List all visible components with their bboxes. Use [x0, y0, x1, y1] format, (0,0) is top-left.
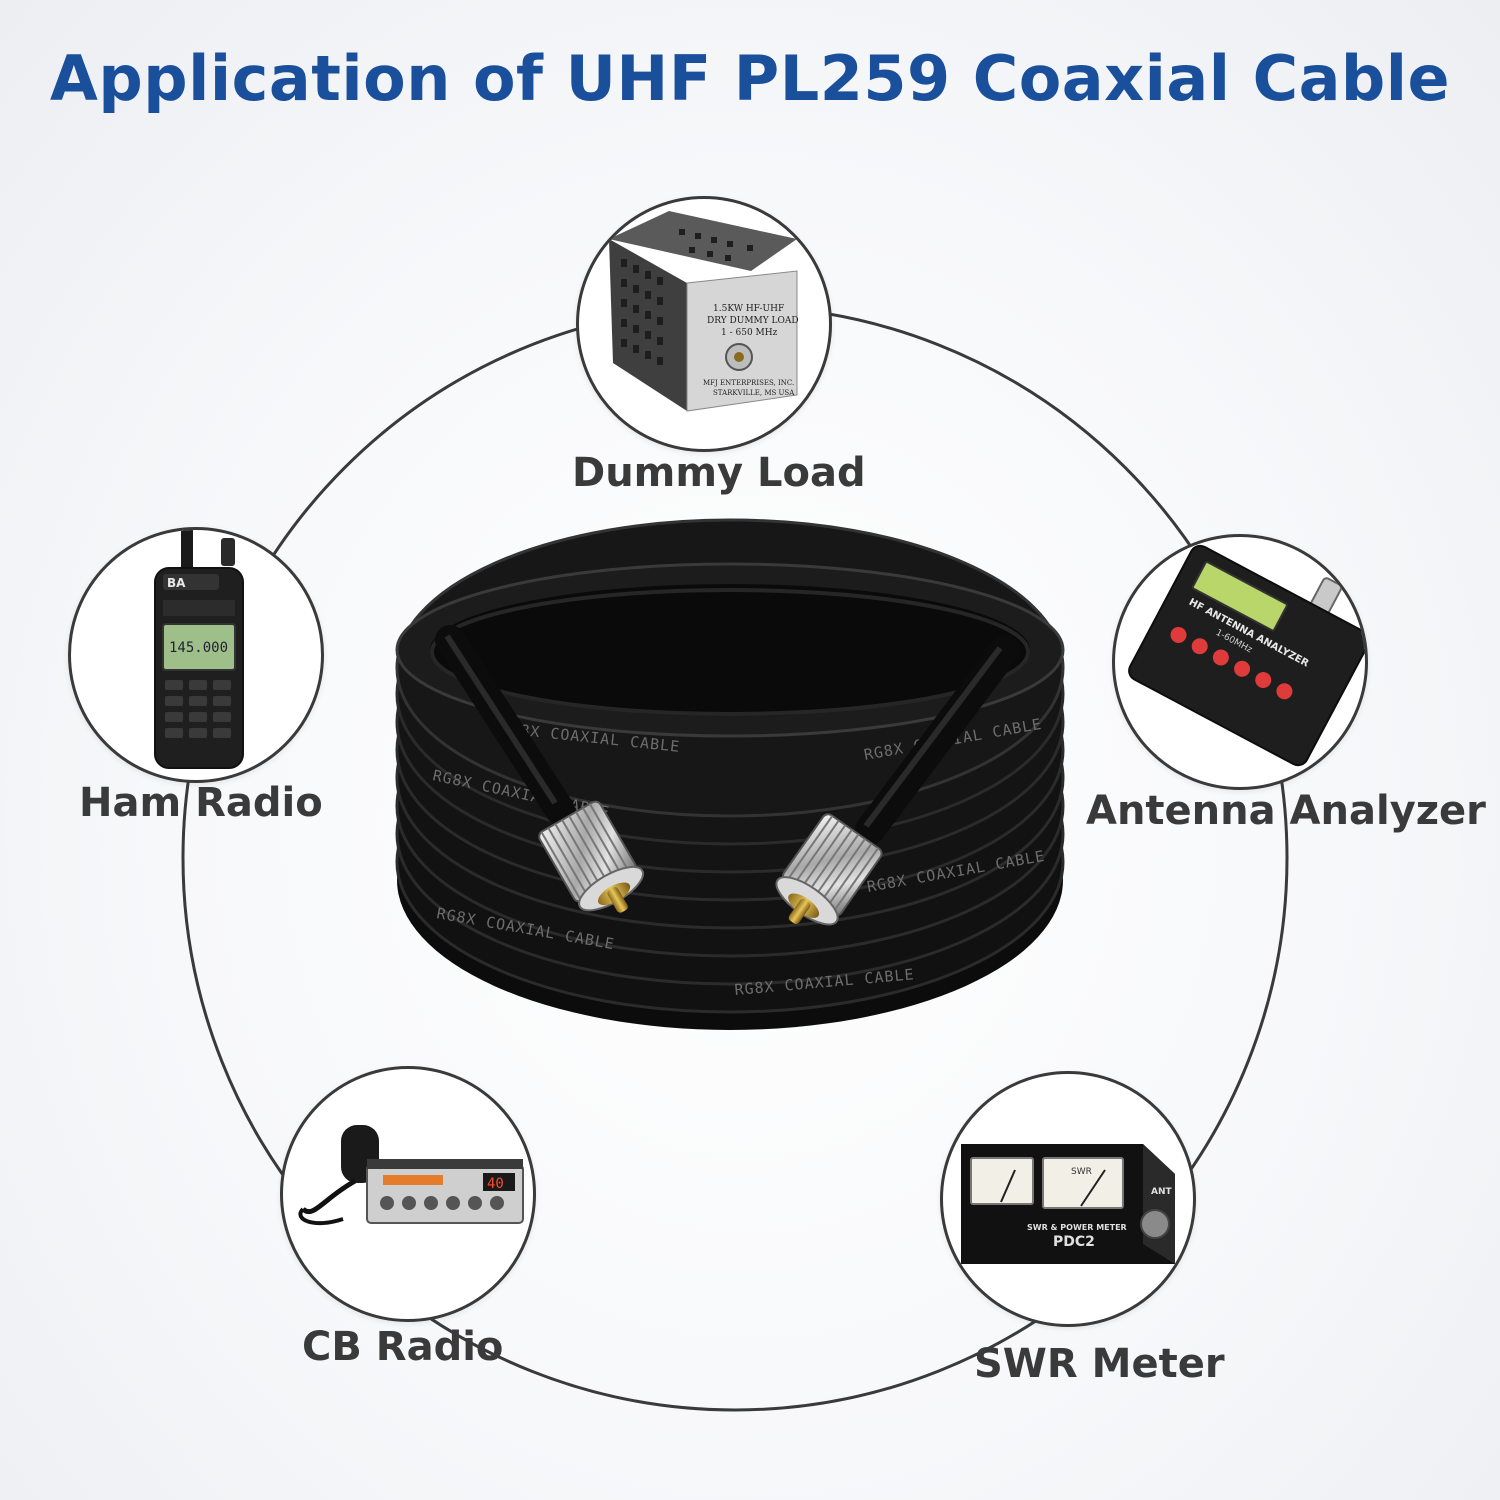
swr-meter-image: SWR SWR & POWER METER PDC2 ANT — [961, 1144, 1175, 1264]
antenna-analyzer-image: HF ANTENNA ANALYZER 1-60MHz — [1128, 544, 1365, 767]
dummy-load-node: 1.5KW HF-UHF DRY DUMMY LOAD 1 - 650 MHz … — [576, 196, 832, 452]
ham-radio-node: BA 145.000 — [68, 527, 324, 783]
dummy-load-text-1: 1.5KW HF-UHF — [713, 304, 784, 314]
swr-meter-node: SWR SWR & POWER METER PDC2 ANT — [940, 1071, 1196, 1327]
cb-radio-node: 40 — [280, 1066, 536, 1322]
dummy-load-image: 1.5KW HF-UHF DRY DUMMY LOAD 1 - 650 MHz … — [609, 211, 799, 412]
ham-radio-display: 145.000 — [169, 640, 228, 656]
page-title: Application of UHF PL259 Coaxial Cable — [49, 42, 1451, 115]
dummy-load-text-2: DRY DUMMY LOAD — [707, 316, 799, 326]
antenna-analyzer-label: Antenna Analyzer — [1086, 788, 1486, 834]
dummy-load-text-4: MFJ ENTERPRISES, INC. — [703, 379, 794, 387]
swr-dial-label: SWR — [1071, 1167, 1092, 1177]
dummy-load-text-5: STARKVILLE, MS USA — [713, 389, 795, 397]
antenna-analyzer-node: HF ANTENNA ANALYZER 1-60MHz — [1112, 534, 1368, 790]
swr-meter-name: SWR & POWER METER — [1027, 1223, 1127, 1232]
cb-radio-label: CB Radio — [302, 1324, 504, 1370]
ham-radio-brand: BA — [167, 576, 186, 590]
pl259-connector-left — [435, 625, 645, 913]
pl259-connector-right — [775, 635, 1020, 926]
ham-radio-label: Ham Radio — [79, 780, 323, 826]
cb-radio-display: 40 — [487, 1176, 504, 1192]
cable-coil-loops — [395, 518, 1065, 1030]
ham-radio-image: BA 145.000 — [154, 530, 244, 769]
swr-meter-label: SWR Meter — [974, 1341, 1225, 1387]
swr-ant-label: ANT — [1151, 1187, 1172, 1197]
cb-radio-image: 40 — [298, 1125, 524, 1226]
dummy-load-label: Dummy Load — [572, 450, 866, 496]
dummy-load-text-3: 1 - 650 MHz — [721, 328, 778, 338]
swr-model: PDC2 — [1053, 1234, 1095, 1250]
